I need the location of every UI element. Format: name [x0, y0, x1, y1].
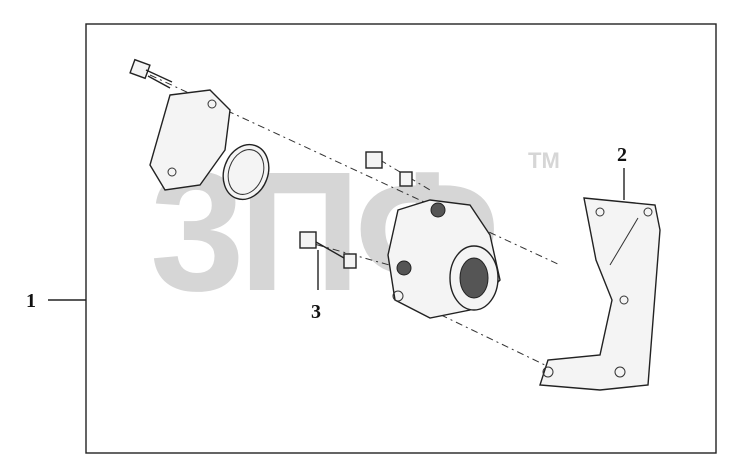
- bolt-middle: [365, 151, 413, 187]
- o-ring: [222, 143, 270, 201]
- callout-1: 1: [26, 290, 36, 312]
- callout-3: 3: [311, 301, 321, 323]
- callout-2: 2: [617, 144, 627, 166]
- assembly-frame: [85, 23, 717, 454]
- watermark-tm: TM: [528, 148, 560, 173]
- bolt-upper: [129, 58, 173, 89]
- bracket: [539, 197, 661, 391]
- bolt-item-3: [299, 231, 357, 269]
- gasket-plate: [149, 89, 231, 191]
- pump-body: [387, 199, 501, 319]
